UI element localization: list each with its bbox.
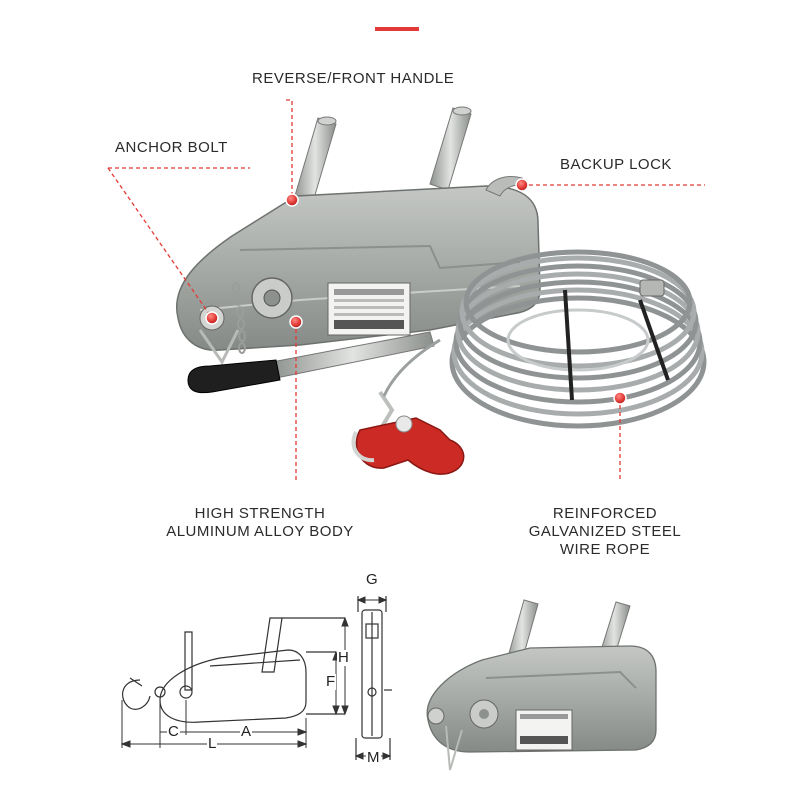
accent-bar — [375, 27, 419, 31]
label-rope-line1: REINFORCED — [552, 505, 658, 522]
label-reverse-front-handle: REVERSE/FRONT HANDLE — [252, 70, 455, 87]
anchor-bolt-marker — [205, 311, 219, 325]
side-view-dimensions — [120, 616, 349, 748]
dim-label-h: H — [337, 649, 350, 666]
callout-markers — [205, 178, 627, 405]
small-winch-photo — [426, 599, 657, 771]
main-winch — [175, 106, 707, 475]
dim-label-a: A — [240, 723, 253, 740]
dim-label-f: F — [325, 673, 337, 690]
lever-grip — [187, 359, 281, 394]
red-hook — [351, 390, 465, 475]
dim-label-l: L — [207, 735, 218, 752]
dim-label-c: C — [167, 723, 180, 740]
label-anchor-bolt: ANCHOR BOLT — [115, 139, 228, 156]
handle-marker — [285, 193, 299, 207]
label-rope-line3: WIRE ROPE — [559, 541, 651, 558]
rope-marker — [613, 391, 627, 405]
dim-label-g: G — [366, 571, 378, 588]
label-body-line2: ALUMINUM ALLOY BODY — [166, 523, 354, 540]
front-view-drawing — [355, 596, 392, 760]
side-view-drawing — [122, 617, 345, 723]
callout-leaders — [107, 99, 705, 480]
label-rope-line2: GALVANIZED STEEL — [528, 523, 682, 540]
dim-label-m: M — [366, 749, 381, 766]
label-body-line1: HIGH STRENGTH — [194, 505, 326, 522]
label-backup-lock: BACKUP LOCK — [560, 156, 672, 173]
body-marker — [289, 315, 303, 329]
backup-lock-marker — [515, 178, 529, 192]
reverse-front-handles — [293, 106, 472, 206]
wire-rope-coil — [449, 249, 707, 429]
front-view-dimensions — [354, 596, 392, 760]
